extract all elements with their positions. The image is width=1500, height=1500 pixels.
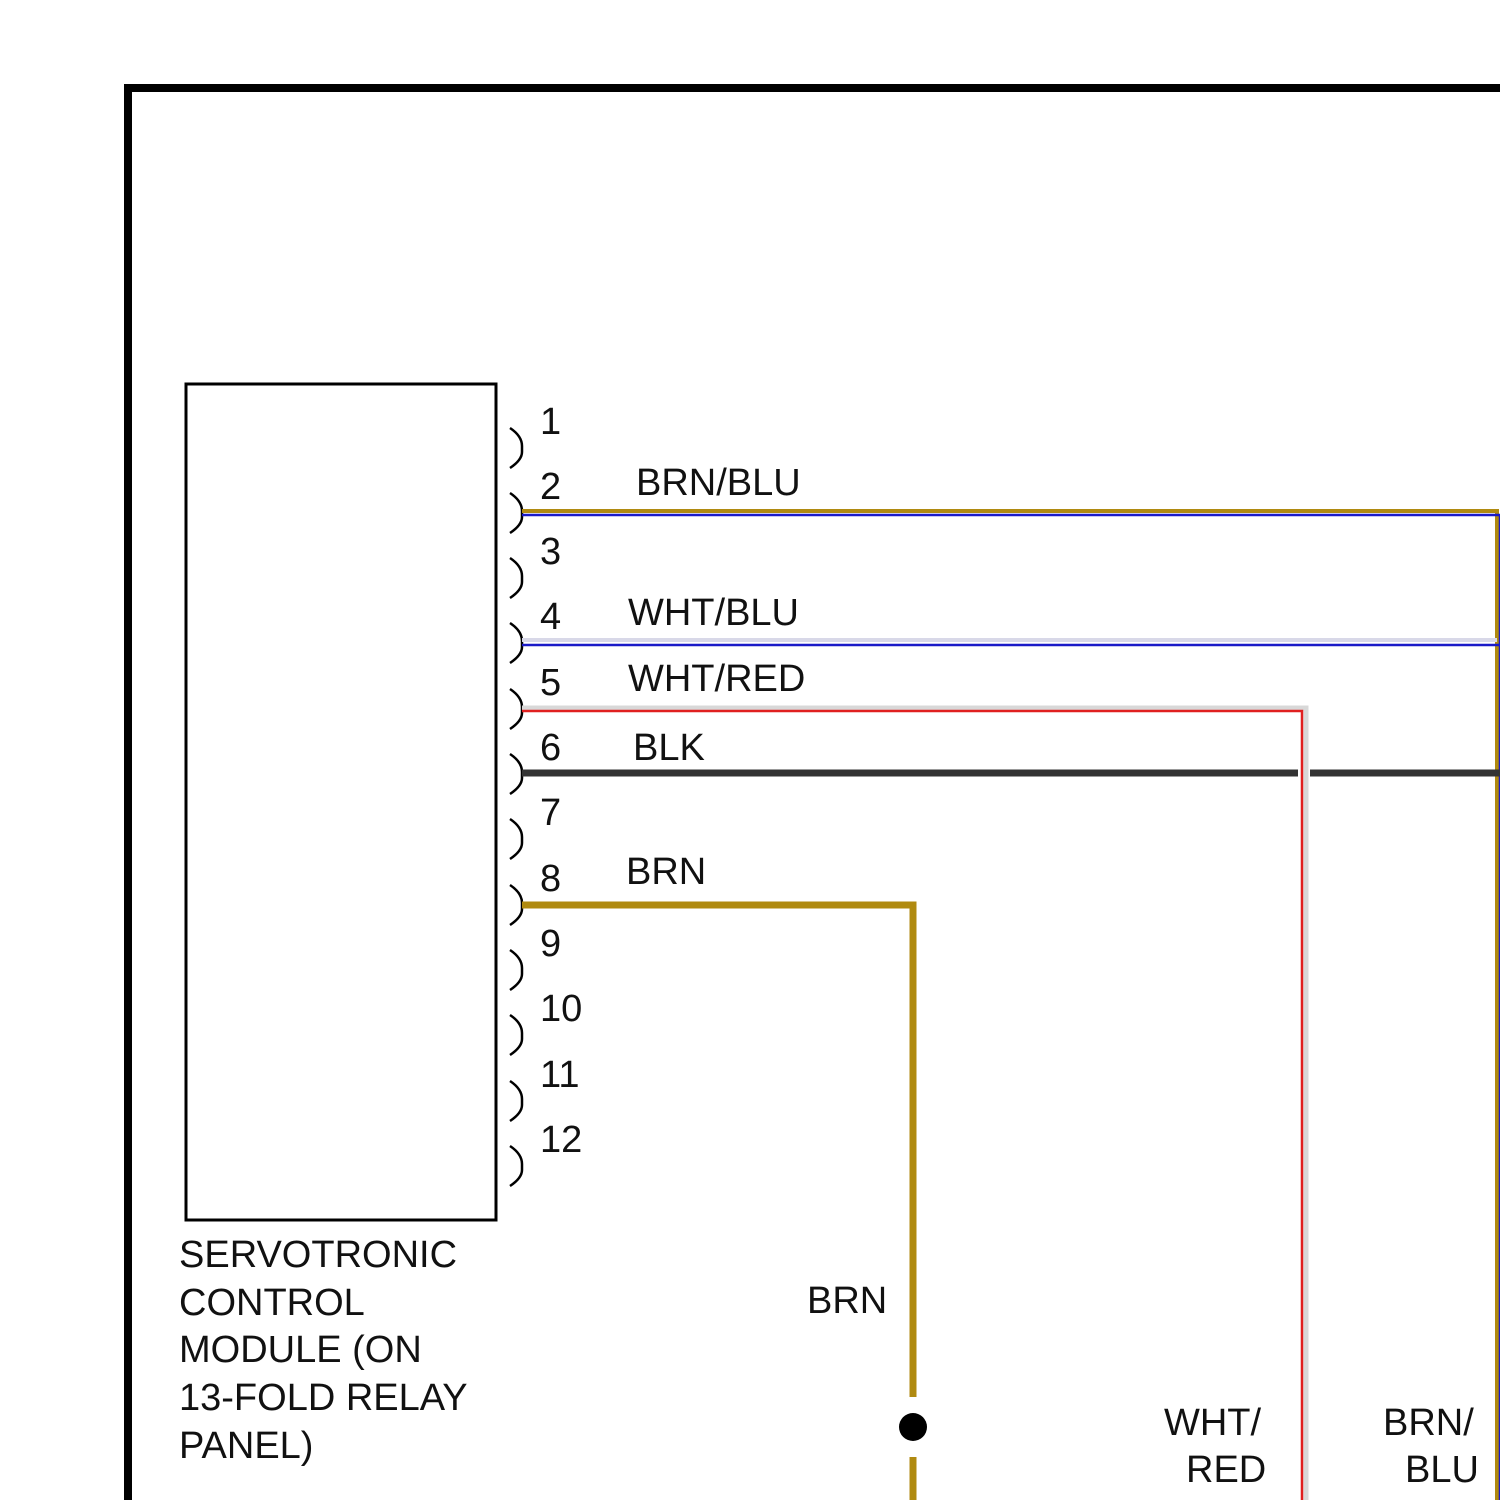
pin-number-7: 7 [540,792,561,834]
pin-bracket-4 [510,623,522,663]
wire-labels: BRN/BLU WHT/BLU WHT/RED BLK BRN BRN WHT/… [626,462,1479,1491]
pin-bracket-10 [510,1015,522,1055]
lower-label-brn: BRN [807,1280,887,1322]
lower-label-brn-blu-2: BLU [1405,1449,1479,1491]
pin-number-6: 6 [540,727,561,769]
wire-label-brn-blu: BRN/BLU [636,462,801,504]
wire-wht-blu [522,640,1500,645]
pin-bracket-2 [510,493,522,533]
pin-number-3: 3 [540,531,561,573]
wire-label-blk: BLK [633,727,705,769]
wire-label-brn: BRN [626,851,706,893]
pin-bracket-5 [510,689,522,729]
lower-label-brn-blu-1: BRN/ [1383,1402,1474,1444]
pin-bracket-1 [510,428,522,468]
pin-number-9: 9 [540,923,561,965]
splice-dot [899,1413,927,1441]
pin-bracket-8 [510,885,522,925]
connector-pins [510,428,522,1186]
module-label-line-4: 13-FOLD RELAY [179,1377,468,1419]
servotronic-module-box [186,384,496,1220]
module-label-line-3: MODULE (ON [179,1329,422,1371]
wire-label-wht-blu: WHT/BLU [628,592,799,634]
pin-number-12: 12 [540,1119,582,1161]
pin-number-8: 8 [540,858,561,900]
module-label-line-5: PANEL) [179,1425,313,1467]
lower-label-wht-red-1: WHT/ [1164,1402,1262,1444]
pin-bracket-12 [510,1146,522,1186]
module-label-line-1: SERVOTRONIC [179,1234,457,1276]
pin-bracket-9 [510,950,522,990]
wire-label-wht-red: WHT/RED [628,658,805,700]
module-label: SERVOTRONIC CONTROL MODULE (ON 13-FOLD R… [179,1234,468,1467]
pin-number-1: 1 [540,401,561,443]
pin-number-11: 11 [540,1054,579,1096]
pin-bracket-11 [510,1081,522,1121]
pin-number-4: 4 [540,596,561,638]
pin-number-5: 5 [540,662,561,704]
pin-bracket-7 [510,819,522,859]
pin-number-10: 10 [540,988,582,1030]
pin-number-2: 2 [540,466,561,508]
lower-label-wht-red-2: RED [1186,1449,1266,1491]
module-label-line-2: CONTROL [179,1282,365,1324]
pin-bracket-3 [510,558,522,598]
pin-bracket-6 [510,754,522,794]
